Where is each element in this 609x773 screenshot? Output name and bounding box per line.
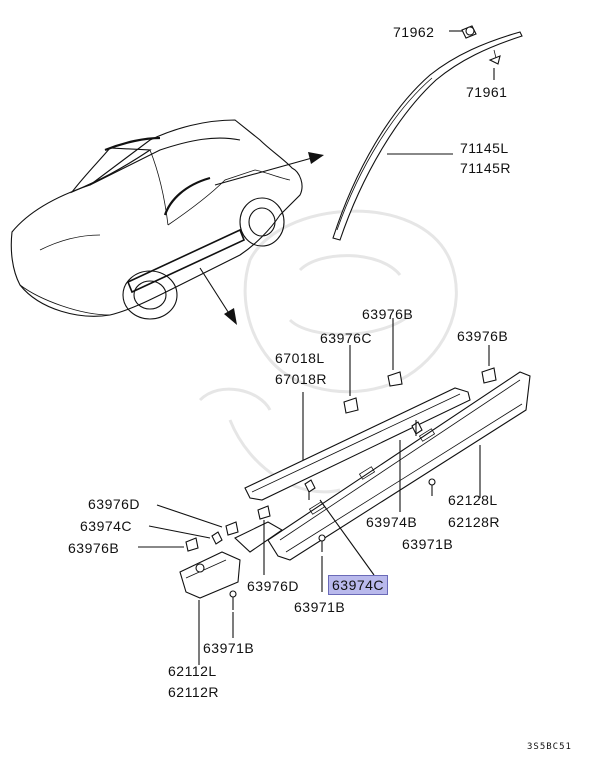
clip-63976D-lower: [257, 505, 271, 575]
mud-guard-62112: [179, 521, 284, 665]
label-63974C-highlighted[interactable]: 63974C: [328, 575, 389, 595]
car-illustration: [10, 119, 324, 325]
watermark: [198, 209, 458, 494]
label-62112R[interactable]: 62112R: [168, 684, 220, 700]
label-63976D-left[interactable]: 63976D: [88, 496, 141, 512]
roof-drip-molding: [332, 31, 523, 241]
label-67018L[interactable]: 67018L: [275, 350, 325, 366]
clip-71962: [449, 25, 477, 39]
clip-63974C: [304, 479, 375, 576]
label-63971B-center[interactable]: 63971B: [294, 599, 346, 615]
label-62128R[interactable]: 62128R: [448, 514, 501, 530]
label-62128L[interactable]: 62128L: [448, 492, 498, 508]
label-71961[interactable]: 71961: [466, 84, 508, 100]
clip-63976B-left: [138, 537, 199, 552]
label-63974B[interactable]: 63974B: [366, 514, 418, 530]
label-63974C-left[interactable]: 63974C: [80, 518, 133, 534]
label-62112L[interactable]: 62112L: [168, 663, 217, 679]
label-71962[interactable]: 71962: [393, 24, 435, 40]
label-63976B-right[interactable]: 63976B: [457, 328, 509, 344]
screw-63971B-left: [229, 590, 237, 638]
clip-71961: [488, 49, 501, 80]
clip-63976B-right: [481, 345, 497, 384]
clip-63974B: [399, 420, 423, 512]
label-71145R[interactable]: 71145R: [460, 160, 512, 176]
label-63976C[interactable]: 63976C: [320, 330, 373, 346]
label-63971B-right[interactable]: 63971B: [402, 536, 454, 552]
label-67018R[interactable]: 67018R: [275, 371, 328, 387]
diagram-code: 3S5BC51: [527, 742, 572, 752]
clip-63974C-left: [148, 525, 223, 545]
screw-63971B-right: [428, 478, 436, 496]
clip-63976D-left: [156, 504, 239, 536]
clip-63976C: [343, 345, 359, 414]
label-63976B-top[interactable]: 63976B: [362, 306, 414, 322]
label-63976B-left[interactable]: 63976B: [68, 540, 120, 556]
side-garnish-67018: [244, 387, 471, 501]
sill-garnish-62128: [267, 371, 531, 561]
label-63976D-lower[interactable]: 63976D: [247, 578, 300, 594]
clip-63976B-top: [387, 318, 403, 387]
label-71145L[interactable]: 71145L: [460, 140, 509, 156]
screw-63971B-center: [318, 534, 326, 592]
label-63971B-left[interactable]: 63971B: [203, 640, 255, 656]
